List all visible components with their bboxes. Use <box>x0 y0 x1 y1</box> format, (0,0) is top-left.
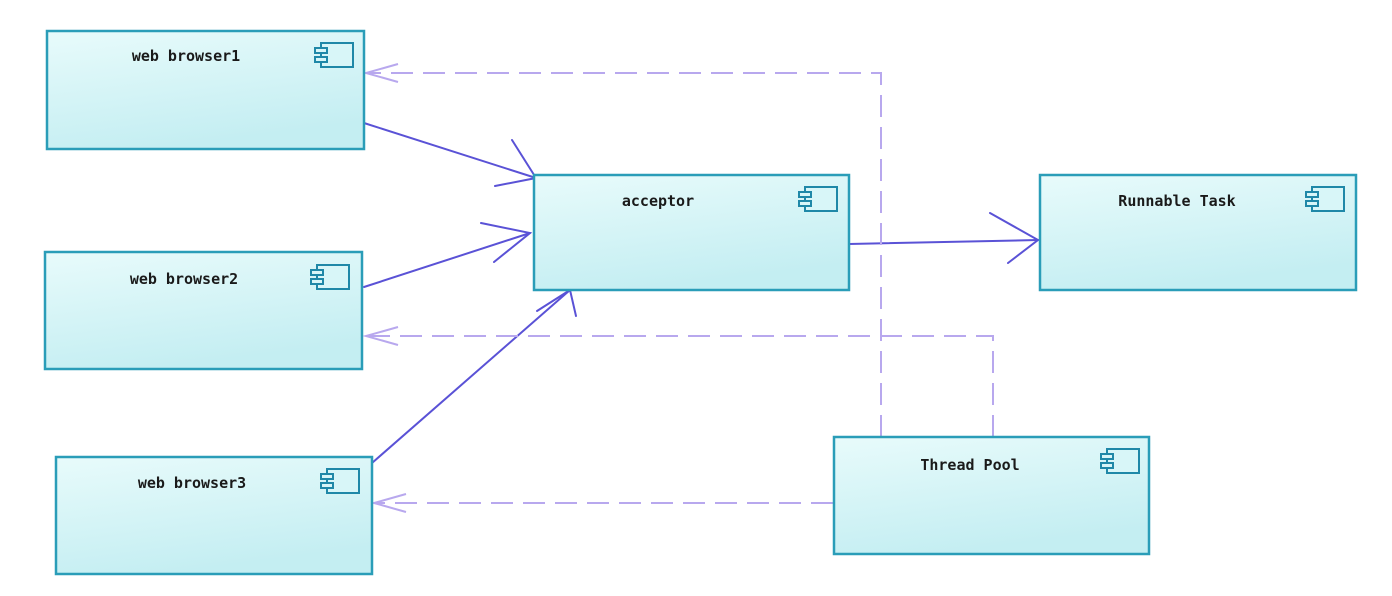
component-label: Runnable Task <box>1118 192 1235 210</box>
connector-pool-wb1 <box>362 63 882 437</box>
component-icon <box>310 264 350 290</box>
component-thread-pool[interactable]: Thread Pool <box>832 435 1151 556</box>
connector-pool-wb3 <box>370 493 833 513</box>
connector-pool-wb2 <box>362 326 994 437</box>
connector-acceptor-task <box>848 212 1040 264</box>
component-runnable-task[interactable]: Runnable Task <box>1038 173 1358 292</box>
component-icon <box>314 42 354 68</box>
component-label: web browser2 <box>130 270 238 288</box>
component-label: acceptor <box>622 192 694 210</box>
component-label: Thread Pool <box>920 456 1019 474</box>
component-icon <box>320 468 360 494</box>
component-acceptor[interactable]: acceptor <box>532 173 851 292</box>
component-label: web browser1 <box>132 47 240 65</box>
connector-wb1-acceptor <box>363 122 538 187</box>
dashed-connectors <box>362 63 994 513</box>
component-web-browser1[interactable]: web browser1 <box>45 29 366 151</box>
component-web-browser3[interactable]: web browser3 <box>54 455 374 576</box>
connector-wb2-acceptor <box>363 222 533 288</box>
component-icon <box>1305 186 1345 212</box>
component-icon <box>798 186 838 212</box>
component-web-browser2[interactable]: web browser2 <box>43 250 364 371</box>
component-icon <box>1100 448 1140 474</box>
connector-wb3-acceptor <box>371 288 577 464</box>
component-label: web browser3 <box>138 474 246 492</box>
